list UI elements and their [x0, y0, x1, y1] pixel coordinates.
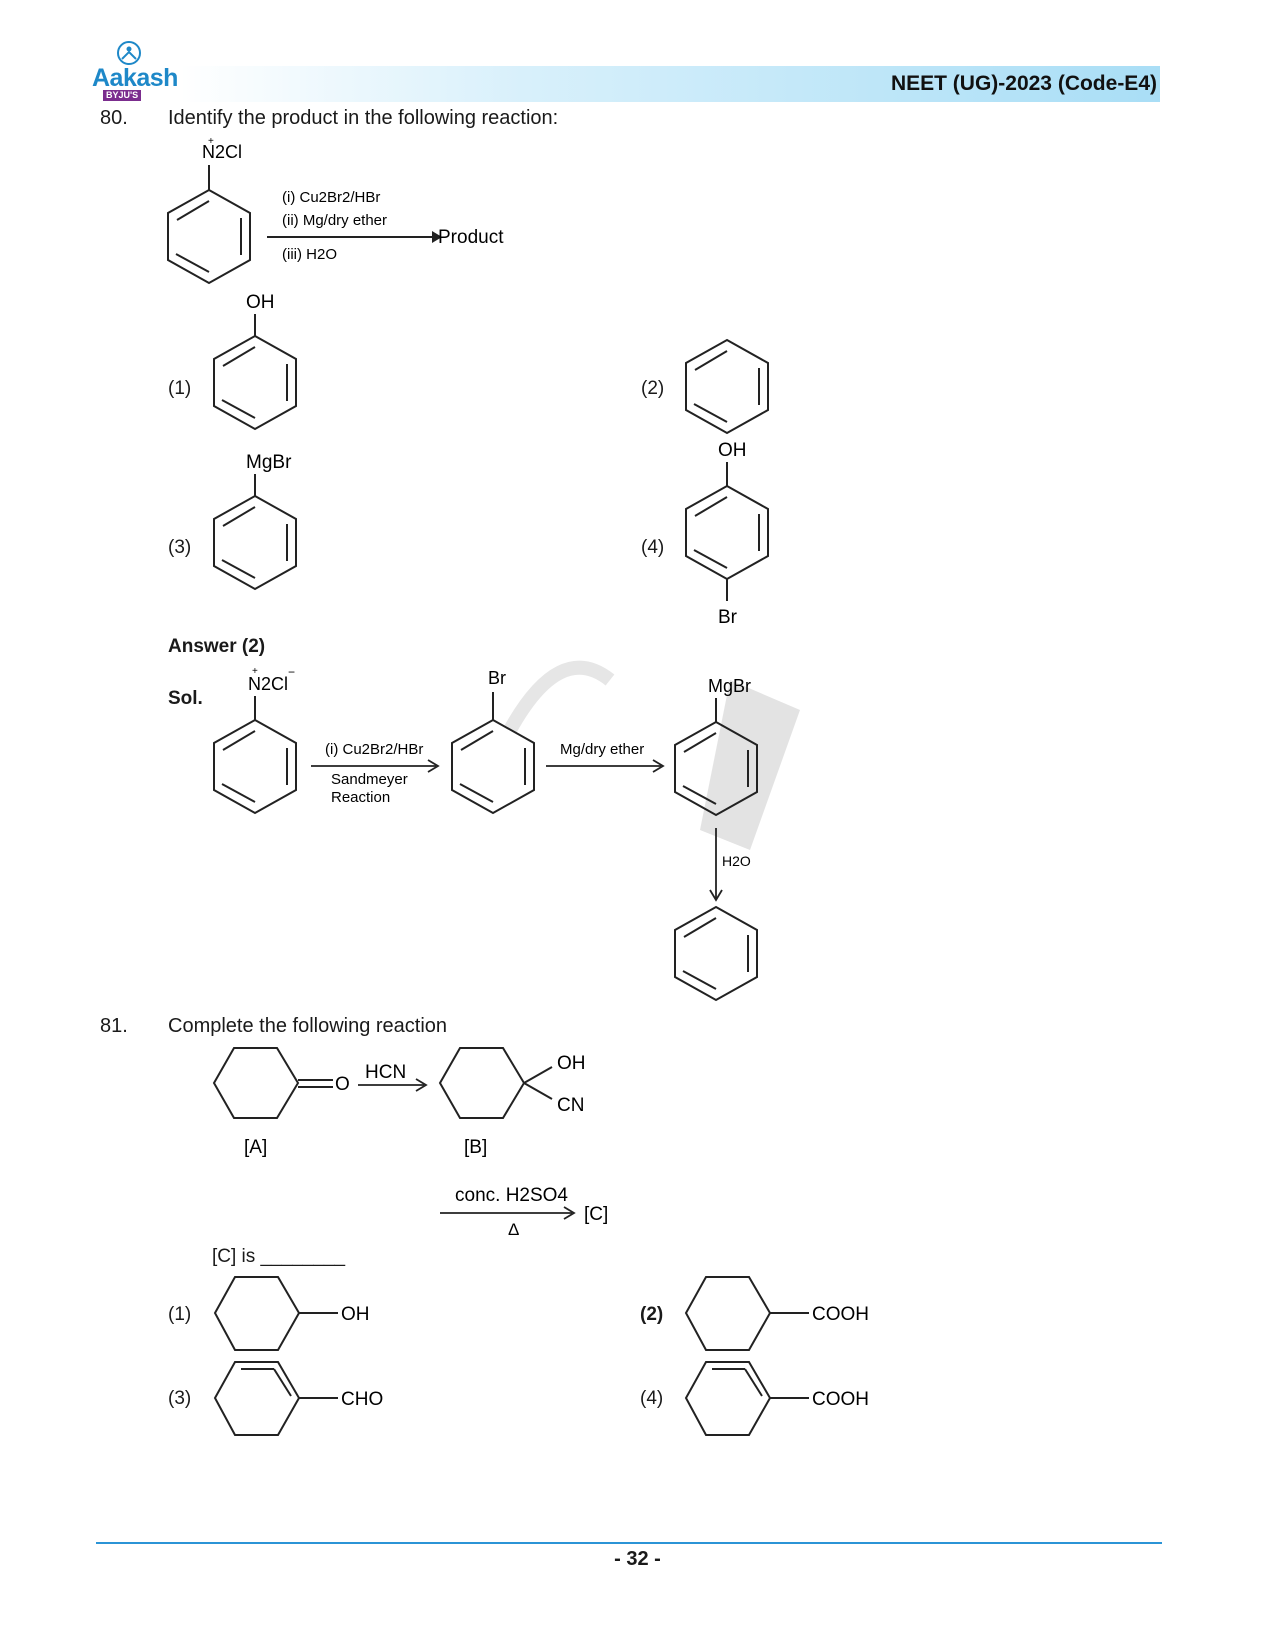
label-c: [C] [584, 1204, 608, 1225]
sol-diazonium-label: N2Cl [248, 674, 288, 694]
svg-text:+: + [252, 666, 258, 677]
svg-text:−: − [288, 665, 295, 679]
question-81-number: 81. [100, 1015, 128, 1037]
header-title: NEET (UG)-2023 (Code-E4) [890, 72, 1157, 95]
diazonium-label: N2Cl [202, 142, 242, 162]
q80-option-4-number: (4) [641, 537, 665, 558]
sol-step2-cond: Mg/dry ether [560, 741, 644, 758]
reagent-h2so4: conc. H2SO4 [455, 1185, 568, 1206]
group-cooh: COOH [812, 1304, 869, 1325]
plus-sign: + [208, 136, 214, 147]
question-81-text: Complete the following reaction [168, 1015, 448, 1037]
logo-sub: BYJU'S [103, 90, 142, 101]
cond1: (i) Cu2Br2/HBr [282, 189, 380, 206]
q80-option-2-number: (2) [641, 378, 665, 399]
q81-option-2-cyclohexanecarboxylic-acid: COOH [684, 1276, 869, 1351]
cond3: (iii) H2O [282, 246, 337, 263]
reagent-hcn: HCN [365, 1062, 406, 1083]
product-label: Product [438, 227, 504, 248]
q81-option-1-number: (1) [168, 1304, 192, 1325]
page-number: - 32 - [614, 1548, 661, 1570]
sol-step3-cond: H2O [722, 853, 751, 869]
sol-step1-cond: (i) Cu2Br2/HBr [325, 741, 423, 758]
q81-option-3-number: (3) [168, 1388, 192, 1409]
group-oh: OH [341, 1304, 370, 1325]
aakash-logo-icon [117, 41, 141, 65]
q81-option-2-number: (2) [640, 1304, 664, 1325]
q81-c-is: [C] is ________ [212, 1246, 346, 1267]
q80-option-1-phenol: OH [213, 292, 297, 431]
group-cooh: COOH [812, 1389, 869, 1410]
group-br: Br [718, 607, 738, 628]
group-cn: CN [557, 1095, 584, 1116]
sol-step1-sub2: Reaction [331, 789, 390, 806]
group-oh: OH [246, 292, 275, 313]
group-oh: OH [557, 1053, 586, 1074]
q81-option-4-cyclohexene-carboxylic-acid: COOH [684, 1361, 869, 1436]
q80-reaction-scheme: N2Cl + (i) Cu2Br2/HBr (ii) Mg/dry ether … [167, 136, 504, 285]
q80-option-3-number: (3) [168, 537, 192, 558]
label-b: [B] [464, 1137, 487, 1158]
q80-option-2-benzene [685, 338, 769, 435]
question-80-number: 80. [100, 107, 128, 129]
group-cho: CHO [341, 1389, 383, 1410]
q80-option-1-number: (1) [168, 378, 192, 399]
q80-option-4-bromophenol: OH Br [685, 440, 769, 628]
sol-inter2-label: MgBr [708, 676, 751, 696]
q81-option-1-cyclohexanol: OH [213, 1276, 370, 1351]
header-band [180, 66, 1160, 102]
q81-option-4-number: (4) [640, 1388, 664, 1409]
q80-solution-scheme: N2Cl + − (i) Cu2Br2/HBr Sandmeyer Reacti… [213, 665, 758, 1002]
group-mgbr: MgBr [246, 452, 292, 473]
logo-text: Aakash [92, 64, 178, 92]
sol-inter1-label: Br [488, 668, 506, 688]
q80-option-3-phenylmagnesium-bromide: MgBr [213, 452, 297, 591]
group-oh: OH [718, 440, 747, 461]
footer-divider [96, 1542, 1162, 1544]
cond2: (ii) Mg/dry ether [282, 212, 387, 229]
q81-reaction-scheme: O [A] HCN OH CN [B] conc. H2SO4 Δ [C] [212, 1047, 608, 1239]
benzene-diazonium-structure: N2Cl + [167, 136, 251, 285]
q81-option-3-cyclohexene-aldehyde: CHO [213, 1361, 383, 1436]
q80-answer: Answer (2) [168, 636, 266, 657]
heat-symbol: Δ [508, 1220, 519, 1239]
watermark-logo [503, 660, 800, 850]
label-a: [A] [244, 1137, 267, 1158]
question-80-text: Identify the product in the following re… [168, 107, 559, 129]
sol-step1-sub1: Sandmeyer [331, 771, 408, 788]
q80-solution-label: Sol. [168, 688, 203, 709]
ketone-o: O [335, 1074, 350, 1095]
